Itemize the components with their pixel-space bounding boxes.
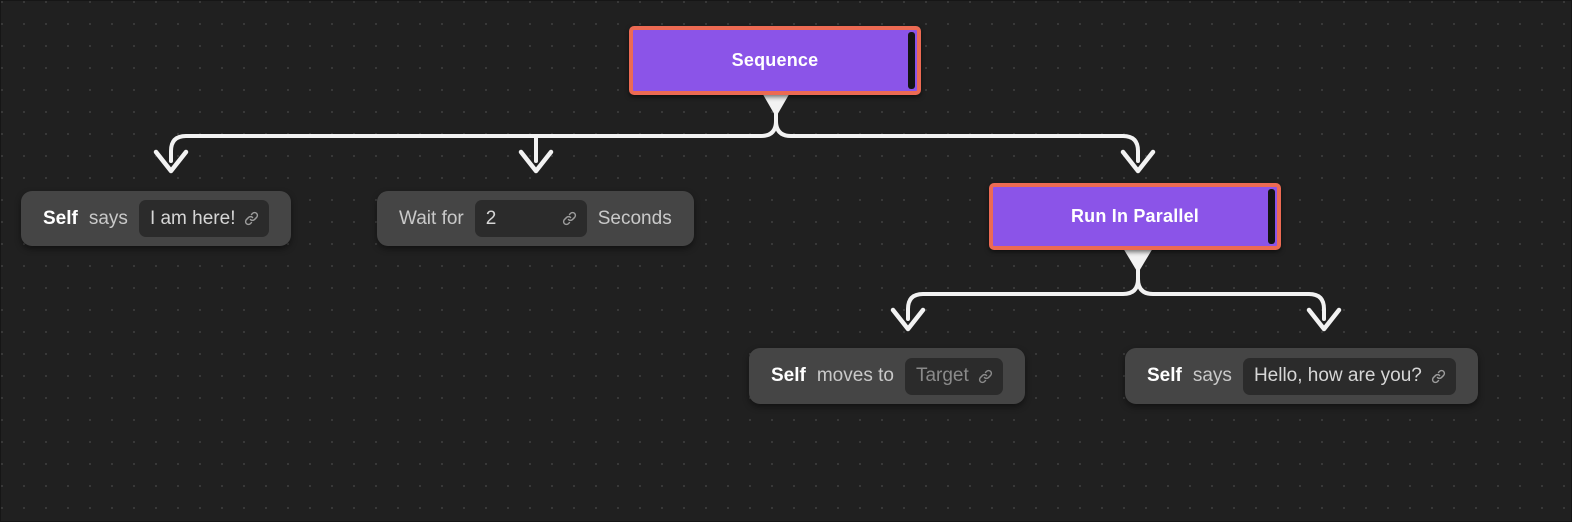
link-icon[interactable] [243, 210, 260, 227]
wire-sequence-bus-right [774, 111, 1140, 163]
wire-sequence-bus [169, 111, 778, 163]
node-self-moves-to-target-target-field[interactable]: Target [904, 357, 1003, 395]
parallel-output-wedge [1123, 248, 1153, 273]
node-wait-for-seconds[interactable]: Wait for 2 Seconds [377, 191, 694, 246]
node-sequence[interactable]: Sequence [629, 26, 921, 95]
arrowhead-self-moves-to [890, 307, 926, 332]
node-self-moves-to-target-verb: moves to [816, 365, 894, 386]
node-self-says-here-subject: Self [43, 207, 78, 229]
node-run-in-parallel-title: Run In Parallel [1070, 206, 1200, 226]
node-wait-for-seconds-duration-value: 2 [485, 207, 497, 229]
node-self-says-hello-message-value: Hello, how are you? [1253, 365, 1422, 386]
node-wait-for-seconds-suffix: Seconds [597, 207, 672, 229]
link-icon[interactable] [977, 368, 994, 385]
node-self-says-here-verb: says [88, 207, 128, 229]
link-icon[interactable] [561, 210, 578, 227]
wire-parallel-bus-right [1136, 267, 1326, 321]
node-run-in-parallel[interactable]: Run In Parallel [989, 183, 1281, 250]
arrowhead-run-in-parallel [1120, 149, 1156, 174]
node-self-says-here-message-value: I am here! [149, 207, 236, 229]
node-self-moves-to-target-target-value: Target [915, 365, 969, 386]
node-self-says-here[interactable]: Self says I am here! [21, 191, 292, 246]
node-self-says-here-message-field[interactable]: I am here! [138, 200, 270, 237]
node-sequence-title: Sequence [731, 50, 819, 70]
node-wait-for-seconds-prefix: Wait for [399, 207, 464, 229]
wire-parallel-bus-left [906, 267, 1140, 321]
link-icon[interactable] [1430, 368, 1447, 385]
arrowhead-self-says-hello [1306, 307, 1342, 332]
arrowhead-self-says-here [153, 149, 189, 174]
node-self-moves-to-target[interactable]: Self moves to Target [749, 348, 1025, 404]
node-self-says-hello-subject: Self [1147, 365, 1182, 386]
node-self-says-hello-verb: says [1192, 365, 1232, 386]
node-self-moves-to-target-subject: Self [771, 365, 806, 386]
node-self-says-hello[interactable]: Self says Hello, how are you? [1125, 348, 1478, 404]
node-wait-for-seconds-duration-field[interactable]: 2 [474, 200, 587, 237]
node-self-says-hello-message-field[interactable]: Hello, how are you? [1242, 357, 1456, 395]
arrowhead-wait-for [518, 149, 554, 174]
